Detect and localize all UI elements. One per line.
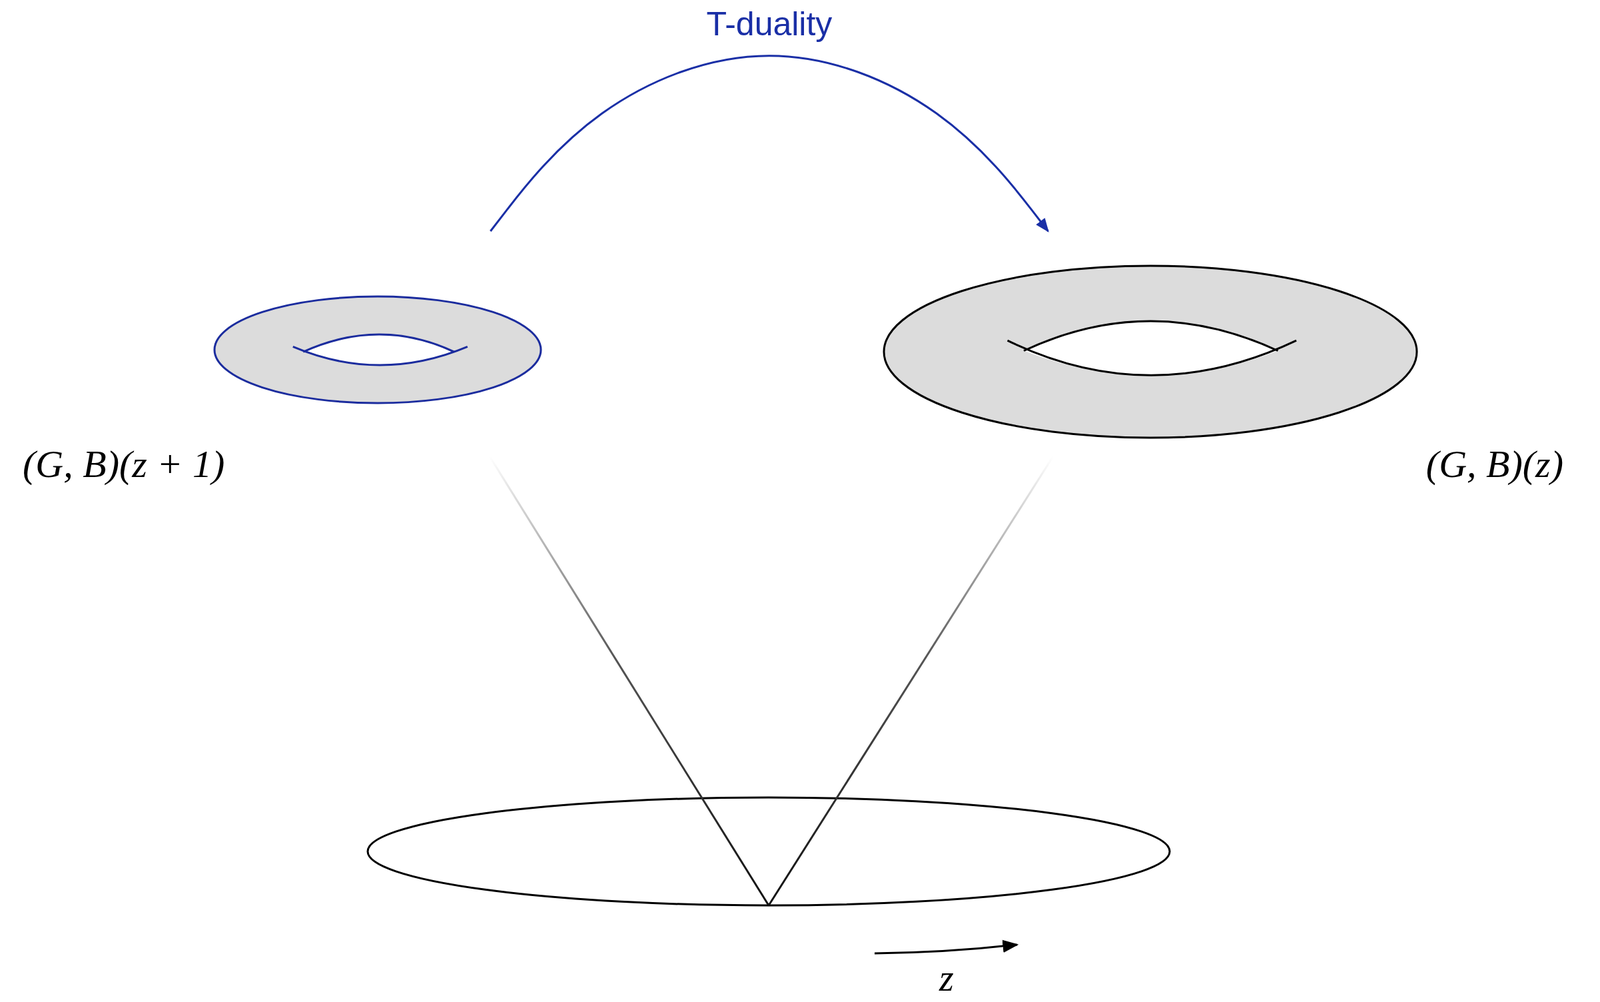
- fiber-label: (G, B)(z + 1): [22, 442, 225, 487]
- direction-arrow: [874, 944, 1018, 954]
- base-circle: [367, 797, 1170, 906]
- fiber-label: (G, B)(z): [1426, 442, 1564, 487]
- fiber-line: [489, 456, 769, 906]
- coordinate-label: z: [939, 959, 954, 997]
- torus-hole-edge: [1007, 340, 1297, 376]
- torus-fiber: (G, B)(z): [881, 263, 1420, 441]
- torus-hole-edge: [303, 334, 455, 352]
- torus-shape: [211, 293, 544, 406]
- torus-shape: [881, 263, 1420, 441]
- torus-outline: [883, 265, 1417, 438]
- torus-hole-edge: [293, 346, 468, 366]
- duality-arrow: [490, 55, 1048, 232]
- torus-hole-edge: [1023, 321, 1279, 351]
- torus-fiber: (G, B)(z + 1): [211, 293, 544, 406]
- arrow-label: T-duality: [702, 5, 836, 44]
- torus-hole: [1023, 321, 1279, 376]
- torus-hole: [303, 334, 455, 366]
- torus-outline: [214, 296, 541, 403]
- fiber-line: [768, 456, 1054, 906]
